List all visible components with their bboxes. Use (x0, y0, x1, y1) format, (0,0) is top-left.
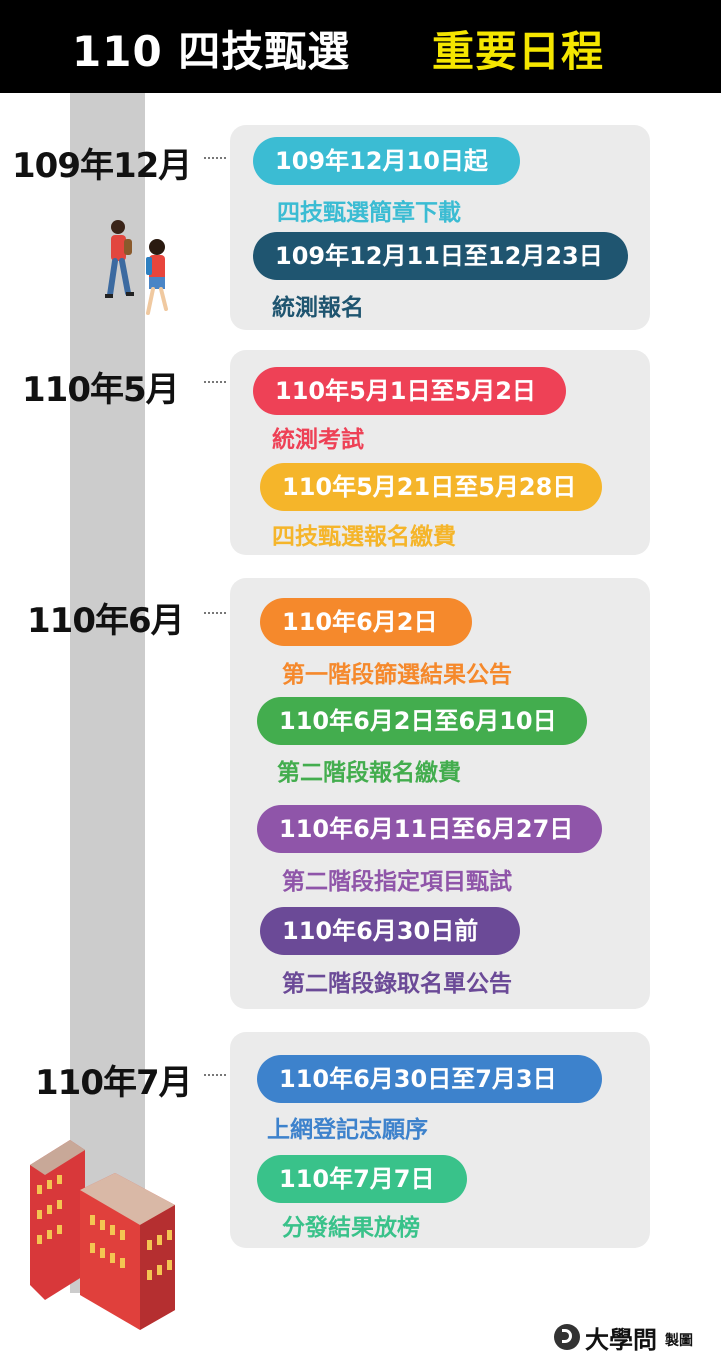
student-girl (146, 239, 168, 315)
month-label: 110年7月 (35, 1063, 193, 1103)
event-description: 上網登記志願序 (267, 1117, 428, 1143)
event-description: 第二階段報名繳費 (277, 760, 461, 786)
date-pill: 110年5月1日至5月2日 (253, 367, 566, 415)
leader-dots (204, 1074, 226, 1076)
event-description: 統測考試 (272, 427, 364, 453)
month-label: 110年5月 (22, 370, 180, 410)
credit-label: 製圖 (665, 1333, 693, 1349)
brand-logo-icon (554, 1324, 580, 1350)
date-pill: 110年6月11日至6月27日 (257, 805, 602, 853)
date-pill: 110年6月30日前 (260, 907, 520, 955)
header-banner: 110 四技甄選 重要日程 (0, 0, 721, 93)
leader-dots (204, 612, 226, 614)
leader-dots (204, 157, 226, 159)
students-illustration (105, 220, 168, 315)
page-subtitle: 重要日程 (432, 27, 605, 76)
date-pill: 110年6月30日至7月3日 (257, 1055, 602, 1103)
school-building-illustration (30, 1140, 175, 1330)
event-description: 第一階段篩選結果公告 (282, 662, 512, 688)
date-pill: 110年7月7日 (257, 1155, 467, 1203)
date-pill: 110年5月21日至5月28日 (260, 463, 602, 511)
event-description: 第二階段錄取名單公告 (282, 971, 512, 997)
page-title: 110 四技甄選 (72, 27, 351, 76)
leader-dots (204, 381, 226, 383)
date-pill: 109年12月10日起 (253, 137, 520, 185)
event-description: 第二階段指定項目甄試 (282, 869, 512, 895)
month-label: 109年12月 (12, 146, 192, 186)
month-label: 110年6月 (27, 601, 185, 641)
brand-logo: 大學問 製圖 (554, 1322, 693, 1354)
student-boy (105, 220, 134, 298)
date-pill: 110年6月2日至6月10日 (257, 697, 587, 745)
event-description: 四技甄選簡章下載 (277, 200, 461, 226)
date-pill: 109年12月11日至12月23日 (253, 232, 628, 280)
date-pill: 110年6月2日 (260, 598, 472, 646)
event-description: 分發結果放榜 (282, 1215, 420, 1241)
brand-name: 大學問 (585, 1325, 657, 1354)
event-description: 四技甄選報名繳費 (272, 524, 456, 550)
event-description: 統測報名 (272, 295, 364, 321)
